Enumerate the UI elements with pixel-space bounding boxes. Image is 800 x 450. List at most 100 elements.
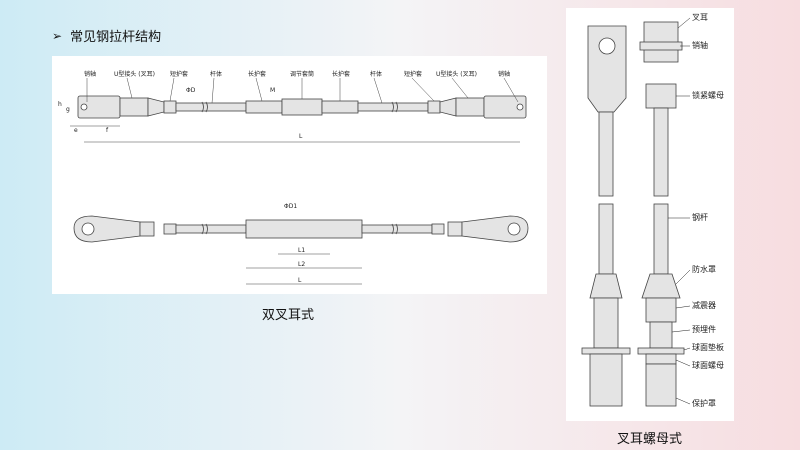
right-u-joint [455,97,485,117]
diagram-double-fork-panel: 销轴 U型接头 (叉耳) 短护套 杆体 长护套 调节套筒 长护套 杆体 短护套 … [52,56,547,294]
dim-L-side: L [298,277,302,284]
leader-line [411,77,435,102]
label-long-sleeve-right: 长护套 [332,70,350,78]
right-taper [439,97,457,117]
dim-L-top: L [299,133,303,140]
damper-right [645,297,677,323]
waterproof-cover-right [641,273,681,299]
dim-L2: L2 [298,261,305,268]
break-mark [201,101,208,113]
break-mark [391,101,398,113]
rod-right-lower [653,203,669,275]
leader-line [675,397,691,405]
dim-phiD1: ΦD1 [284,203,297,210]
label-pin-left: 销轴 [84,70,96,78]
dim-L1: L1 [298,247,305,254]
rod-right-upper [653,107,669,197]
dim-e: e [74,127,78,134]
leader-line [451,77,469,99]
label-damper: 减震器 [692,300,716,310]
left-u-joint [119,97,149,117]
nut-right [645,353,677,365]
label-adjust-sleeve: 调节套筒 [290,70,314,78]
label-waterproof-cover: 防水罩 [692,264,716,274]
leader-line [671,329,691,333]
right-fork-ear [483,95,527,119]
leader-line [675,359,691,367]
section-heading: ➢ 常见钢拉杆结构 [52,26,162,46]
label-lock-nut: 锁紧螺母 [692,90,724,100]
right-short-sleeve-side [431,223,445,235]
label-spherical-washer: 球面垫板 [692,342,724,352]
leader-line [211,77,215,104]
arrowhead-bullet-icon: ➢ [52,28,63,43]
fork-hole-left [598,37,616,55]
label-protective-cover: 保护罩 [692,398,716,408]
label-embedded-part: 预埋件 [692,324,716,334]
leader-line [169,77,175,102]
cover-left [589,273,623,299]
break-mark [391,223,398,235]
right-pin-top [516,103,524,111]
left-pin-top [80,103,88,111]
page-title: 常见钢拉杆结构 [70,30,162,45]
dim-h: h [58,101,62,108]
base-plate-left [581,347,631,355]
leader-line [373,77,383,104]
label-u-joint-left: U型接头 (叉耳) [114,70,155,78]
label-rod-left: 杆体 [210,70,222,78]
adjust-sleeve [281,98,323,116]
leader-line [675,269,691,285]
break-mark [201,223,208,235]
left-pin-hole [81,222,95,236]
fork-ear-left [587,25,627,113]
label-pin: 销轴 [692,40,708,50]
leader-line [675,305,691,309]
left-taper [147,97,165,117]
leader-line [255,77,263,102]
right-pin-hole [507,222,521,236]
left-short-sleeve-side [163,223,177,235]
long-sleeve-right [321,100,359,114]
leader-line [683,347,691,351]
left-collar [139,221,155,237]
guard-right [645,363,677,407]
caption-fork-nut: 叉耳螺母式 [617,432,683,447]
sleeve-body-side [245,219,363,239]
lock-nut-right [645,83,677,109]
label-steel-rod: 钢杆 [692,212,708,222]
label-pin-right: 销轴 [498,70,510,78]
right-fork-plate [461,215,529,243]
label-rod-right: 杆体 [370,70,382,78]
pipe-left [593,297,619,349]
diagram-fork-nut-panel: 叉耳 销轴 锁紧螺母 钢杆 防水罩 减震器 预埋件 球面垫板 球面螺母 保护罩 [566,8,734,421]
rod-left [175,102,247,112]
embedded-pipe-right [649,321,673,349]
label-short-sleeve-left: 短护套 [170,70,188,78]
left-short-sleeve [163,100,177,114]
leader-line [677,17,691,29]
double-fork-drawing: 销轴 U型接头 (叉耳) 短护套 杆体 长护套 调节套筒 长护套 杆体 短护套 … [58,70,529,285]
pin-right [639,41,683,51]
caption-double-fork: 双叉耳式 [262,308,315,323]
leader-line [126,77,133,99]
dim-M: M [270,87,275,94]
right-short-sleeve [427,100,441,114]
rod-left-side [175,224,247,234]
label-spherical-nut: 球面螺母 [692,360,724,370]
guard-left [589,353,623,407]
right-collar [447,221,463,237]
washer-right [637,347,685,355]
label-long-sleeve-left: 长护套 [248,70,266,78]
dim-f: f [106,127,109,134]
dim-g: g [66,106,70,113]
label-u-joint-right: U型接头 (叉耳) [436,70,477,78]
dim-phiD: ΦD [186,87,196,94]
rod-left-lower [598,203,614,275]
leader-line [503,77,519,103]
label-short-sleeve-right: 短护套 [404,70,422,78]
rod-left-upper [598,111,614,197]
fork-nut-drawing: 叉耳 销轴 锁紧螺母 钢杆 防水罩 减震器 预埋件 球面垫板 球面螺母 保护罩 [581,13,724,408]
long-sleeve-left [245,100,283,114]
label-fork-ear: 叉耳 [692,13,708,22]
